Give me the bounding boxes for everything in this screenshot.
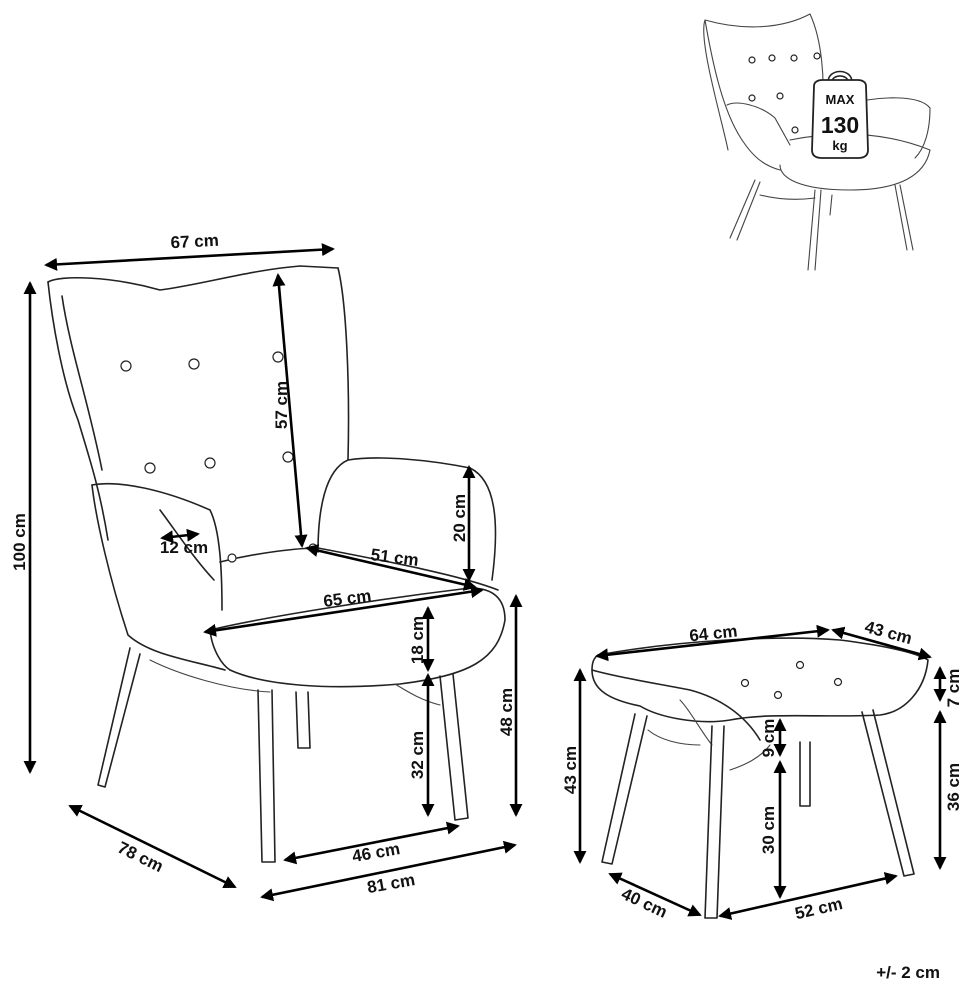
chair-height-label: 100 cm	[10, 513, 29, 571]
tolerance-note: +/- 2 cm	[876, 963, 940, 982]
chair-dimension-lines	[23, 243, 523, 902]
footstool-height-label: 43 cm	[561, 746, 580, 794]
thumbnail-chair-icon	[703, 13, 931, 271]
chair-seat-cushion-label: 18 cm	[408, 616, 427, 664]
footstool-leg-height-label: 30 cm	[759, 806, 778, 854]
chair-seat-depth-label: 51 cm	[370, 545, 420, 570]
chair-depth-label: 78 cm	[115, 838, 167, 876]
footstool-depth-label: 43 cm	[863, 617, 914, 648]
armchair-outline	[47, 265, 506, 863]
chair-front-leg-span-label: 46 cm	[351, 839, 402, 866]
max-load-badge: MAX 130 kg	[811, 70, 869, 159]
footstool-top-height-label: 36 cm	[944, 763, 963, 811]
footstool-outline	[591, 637, 929, 919]
chair-back-height-label: 57 cm	[272, 381, 291, 429]
footstool-width-label: 64 cm	[688, 622, 738, 646]
chair-arm-width-label: 12 cm	[160, 538, 208, 557]
footstool-cushion-label: 7 cm	[944, 669, 963, 708]
max-load-unit: kg	[832, 138, 847, 153]
max-load-label: MAX	[826, 92, 855, 107]
chair-arm-height-label: 20 cm	[450, 494, 469, 542]
footstool-dimension-lines	[573, 624, 947, 920]
chair-dimension-labels: 67 cm 100 cm 57 cm 20 cm 12 cm 51 cm 65 …	[10, 231, 516, 897]
chair-seat-leg-height-label: 32 cm	[408, 731, 427, 779]
chair-seat-height-label: 48 cm	[497, 688, 516, 736]
max-load-value: 130	[821, 112, 859, 138]
footstool-dimension-labels: 64 cm 43 cm 7 cm 43 cm 9 cm 30 cm 36 cm …	[561, 617, 963, 923]
footstool-frame-label: 9 cm	[759, 719, 778, 758]
chair-width-label: 67 cm	[170, 231, 219, 252]
